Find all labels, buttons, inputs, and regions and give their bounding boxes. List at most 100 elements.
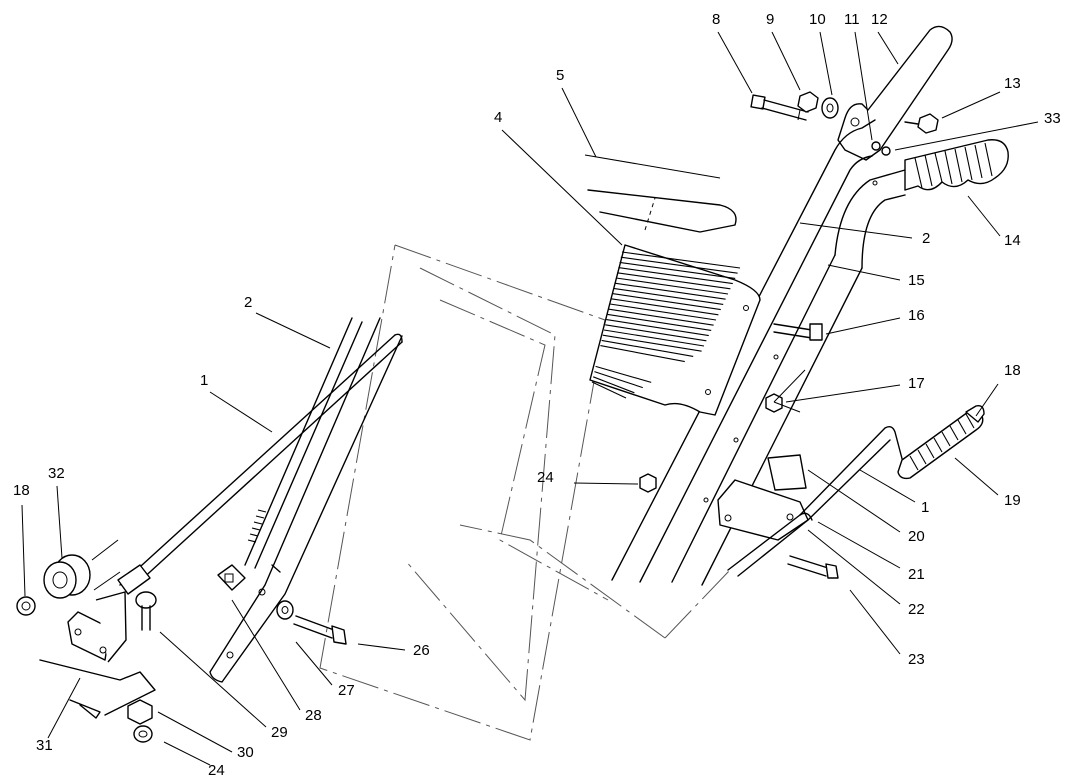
callout-number-c18a: 18 <box>1004 362 1021 379</box>
callout-leader-c10 <box>819 31 833 96</box>
callout-number-c29: 29 <box>271 724 288 741</box>
bolt-23 <box>787 555 839 579</box>
callout-number-c10: 10 <box>809 11 826 28</box>
callout-number-c19: 19 <box>1004 492 1021 509</box>
shield-hatch-line <box>607 313 712 331</box>
callout-leader-c24a <box>573 482 639 485</box>
washer-27 <box>276 600 294 620</box>
upper-handle-frame <box>611 119 906 586</box>
plate-20 <box>767 454 807 491</box>
shield-hatch-line <box>595 365 652 383</box>
bolt-16 <box>773 323 823 341</box>
callout-number-c24a: 24 <box>537 469 554 486</box>
bracket-29 <box>67 591 127 663</box>
callout-number-c21: 21 <box>908 566 925 583</box>
cap-18-right <box>965 404 985 423</box>
hand-grip <box>904 139 1009 191</box>
shield-hatch-line <box>619 261 736 279</box>
shield-hatch-line <box>602 334 702 352</box>
shield-4 <box>589 244 761 416</box>
callout-leader-c2b <box>799 222 913 239</box>
callout-leader-c14 <box>967 195 1001 237</box>
shield-hatch-line <box>614 282 726 300</box>
callout-number-c27: 27 <box>338 682 355 699</box>
screw-29 <box>135 591 157 631</box>
callout-leader-c17 <box>785 384 901 403</box>
callout-leader-c31 <box>47 677 81 739</box>
bolt-26 <box>293 615 347 645</box>
callout-leader-c11 <box>854 31 873 141</box>
callout-leader-c13 <box>941 91 1001 119</box>
callout-number-c12: 12 <box>871 11 888 28</box>
callout-leader-c21 <box>817 521 901 569</box>
callout-leader-c23 <box>849 589 901 655</box>
callout-number-c22: 22 <box>908 601 925 618</box>
callout-leader-c22 <box>807 529 901 605</box>
callout-number-c30: 30 <box>237 744 254 761</box>
shield-hatch-line <box>617 272 731 290</box>
callout-leader-c30 <box>157 711 233 753</box>
callout-number-c15: 15 <box>908 272 925 289</box>
callout-number-c4: 4 <box>494 109 502 126</box>
shield-hatch-line <box>620 256 738 274</box>
callout-leader-c28 <box>231 599 301 711</box>
shield-hatch-line <box>612 293 721 311</box>
callout-leader-c18a <box>975 383 999 417</box>
washer-10 <box>821 97 839 119</box>
callout-leader-c27 <box>295 641 333 686</box>
callout-number-c13: 13 <box>1004 75 1021 92</box>
nut-17-guides <box>773 369 806 413</box>
callout-leader-c12 <box>877 31 899 65</box>
shield-hatch-line <box>618 267 733 285</box>
callout-number-c9: 9 <box>766 11 774 28</box>
callout-leader-c29 <box>159 631 267 728</box>
callout-number-c11: 11 <box>844 11 860 28</box>
callout-number-c31: 31 <box>36 737 53 754</box>
callout-leader-c1b <box>859 469 916 503</box>
nut-9 <box>797 91 819 113</box>
shift-rod-1 <box>117 333 403 595</box>
callout-leader-c24b <box>163 741 211 766</box>
callout-number-c16: 16 <box>908 307 925 324</box>
callout-leader-c26 <box>357 643 406 651</box>
shield-hatch-line <box>594 371 643 389</box>
plate-31 <box>39 659 156 719</box>
callout-number-c32: 32 <box>48 465 65 482</box>
nut-24-center <box>639 473 657 493</box>
callout-leader-c1a <box>209 391 273 433</box>
shield-hatch-line <box>621 251 741 269</box>
callout-number-c20: 20 <box>908 528 925 545</box>
callout-number-c28: 28 <box>305 707 322 724</box>
clip-28 <box>217 564 246 591</box>
callout-leader-c33 <box>894 121 1039 151</box>
callout-number-c17: 17 <box>908 375 925 392</box>
shield-hatch-line <box>611 298 719 316</box>
threaded-rod-end <box>247 509 267 543</box>
nut-24-lower <box>133 725 153 743</box>
lever-grip-19 <box>897 409 984 480</box>
callout-number-c1b: 1 <box>921 499 929 516</box>
callout-leader-c15 <box>827 264 901 281</box>
shield-hatch-line <box>591 381 627 399</box>
callout-leader-c19 <box>954 457 999 496</box>
shield-hatch-line <box>613 287 724 305</box>
lower-handle-frame <box>209 317 403 683</box>
callout-leader-c20 <box>807 469 901 533</box>
screw-13 <box>904 113 939 134</box>
washer-33 <box>881 146 891 156</box>
callout-number-c18b: 18 <box>13 482 30 499</box>
shield-hatch-line <box>608 308 714 326</box>
decal-5 <box>584 154 737 233</box>
callout-number-c5: 5 <box>556 67 564 84</box>
callout-leader-c9 <box>771 31 801 91</box>
callout-leader-c5 <box>561 87 597 158</box>
shield-hatch-line <box>605 324 707 342</box>
top-bracket-arm <box>837 25 953 161</box>
callout-number-c2a: 2 <box>244 294 252 311</box>
shield-hatch-line <box>615 277 729 295</box>
shield-hatch-line <box>609 303 717 321</box>
callout-leader-c2a <box>255 312 331 349</box>
assembly-phantom-outline <box>319 244 731 741</box>
knob-32 <box>43 539 121 599</box>
